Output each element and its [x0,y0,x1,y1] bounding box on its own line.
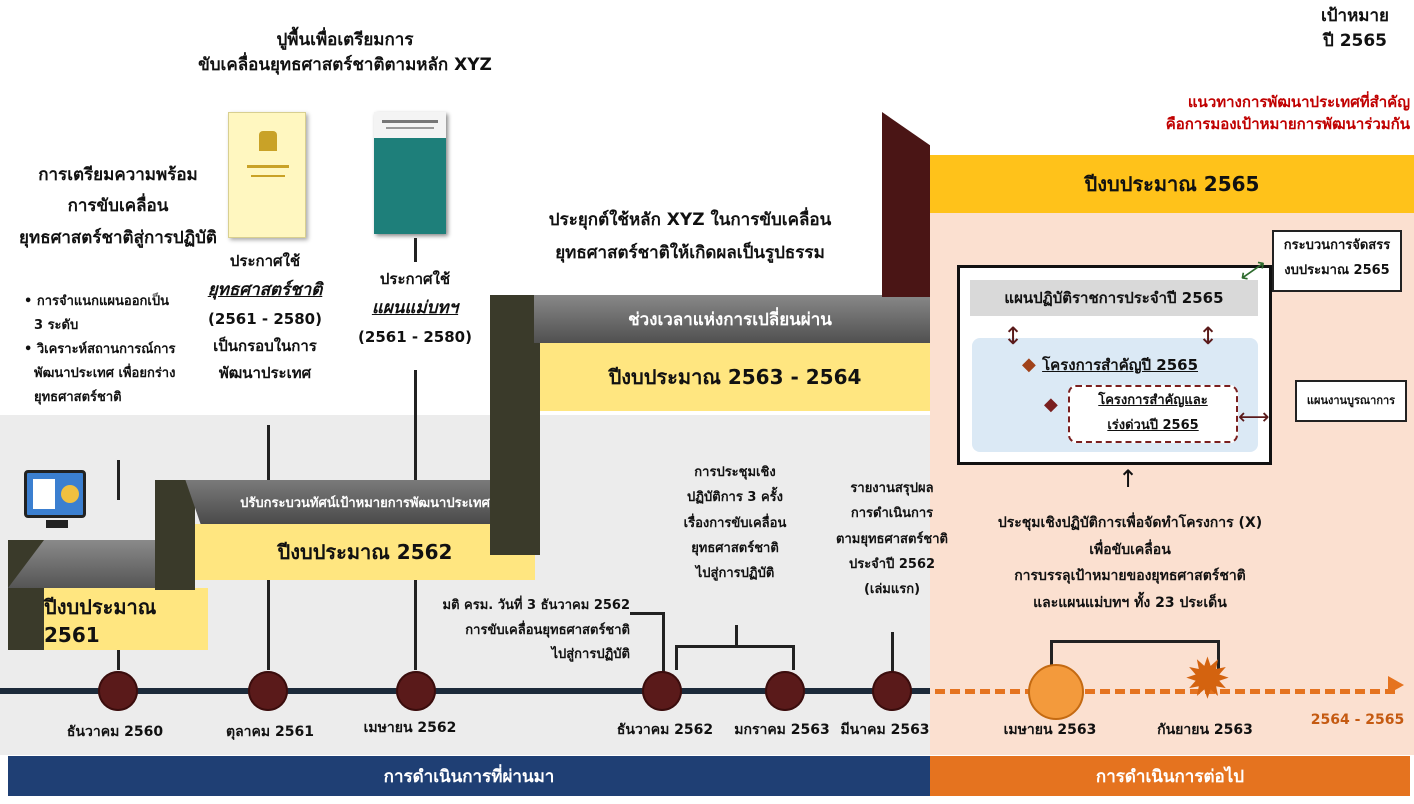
step-2565: ปีงบประมาณ 2565 [930,155,1414,213]
milestone-dot [872,671,912,711]
connector-2561 [117,460,120,500]
connector-strategy [267,425,270,480]
date-label: ธันวาคม 2560 [66,724,164,740]
timeline-line-future [935,689,1395,694]
development-guidelines: แนวทางการพัฒนาประเทศที่สำคัญคือการมองเป้… [1165,93,1410,133]
readiness-bullets: • การจำแนกแผนออกเป็น 3 ระดับ • วิเคราะห์… [24,294,176,406]
connector-report [891,632,894,672]
master-plan-book-icon [374,112,446,234]
announce-strategy: ประกาศใช้ ยุทธศาสตร์ชาติ (2561 - 2580) เ… [207,252,323,382]
bullet-icon: • [24,342,37,358]
readiness-heading: การเตรียมความพร้อม การขับเคลื่อน ยุทธศาส… [19,165,217,248]
milestone-dot [765,671,805,711]
connector-master-mid [414,370,417,485]
computer-report-icon [24,470,86,518]
diamond-icon: ◆ [1022,354,1043,375]
annual-plan-bar: แผนปฏิบัติราชการประจำปี 2565 [970,280,1258,316]
connector-master-lower [414,560,417,670]
sun-burst-icon: ✹ [1184,647,1231,712]
key-projects: ◆ โครงการสำคัญปี 2565 [1022,354,1199,375]
date-label: 2564 - 2565 [1310,712,1405,728]
milestone-dot-future [1028,664,1084,720]
step-2563: ปีงบประมาณ 2563 - 2564 [540,343,930,411]
bullet-icon: • [24,294,37,309]
bracket-workshop [675,645,795,670]
connector-workshop [735,625,738,647]
step-2562: ปีงบประมาณ 2562 [195,524,535,580]
milestone-dot [396,671,436,711]
step-2562-side [155,480,195,590]
step-2562-top: ปรับกระบวนทัศน์เป้าหมายการพัฒนาประเทศ [185,480,535,524]
footer-past: การดำเนินการที่ผ่านมา [8,756,930,796]
up-down-arrow-icon: ↕ [1003,322,1024,350]
double-arrow-icon: ⟷ [1238,405,1270,430]
milestone-dot [642,671,682,711]
announce-master-plan: ประกาศใช้ แผนแม่บทฯ (2561 - 2580) [358,270,472,346]
timeline-arrow-icon [1388,676,1404,694]
step-2565-side [882,112,930,297]
bracket-future [1050,640,1220,670]
computer-stand [46,520,68,528]
timeline-line-past [0,688,930,694]
up-arrow-icon: ↑ [1118,465,1139,493]
foundation-heading: ปูพื้นเพื่อเตรียมการขับเคลื่อนยุทธศาสตร์… [198,30,492,75]
date-label: มีนาคม 2563 [840,722,930,738]
date-label: ธันวาคม 2562 [616,722,714,738]
date-label: เมษายน 2562 [363,720,457,736]
milestone-dot [98,671,138,711]
step-2563-side [490,295,540,555]
footer-next: การดำเนินการต่อไป [930,756,1410,796]
budget-allocation-box: กระบวนการจัดสรรงบประมาณ 2565 [1272,230,1402,292]
milestone-dot [248,671,288,711]
connector-cabinet [662,612,665,672]
diamond-icon: ◆ [1044,394,1058,415]
up-down-arrow-icon: ↕ [1198,322,1219,350]
summary-report: รายงานสรุปผลการดำเนินการตามยุทธศาสตร์ชาต… [836,481,948,598]
target-label: เป้าหมายปี 2565 [1320,6,1390,51]
connector-cabinet-h [630,612,665,615]
connector-2561-lower [117,640,120,670]
strategy-book-icon [228,112,306,238]
connector-strategy-lower [267,560,270,670]
date-label: มกราคม 2563 [734,722,830,738]
date-label: เมษายน 2563 [1003,722,1097,738]
connector-master [414,238,417,262]
workshop-x: ประชุมเชิงปฏิบัติการเพื่อจัดทำโครงการ (X… [997,515,1263,611]
urgent-projects: โครงการสำคัญและเร่งด่วนปี 2565 [1068,385,1238,443]
workshop-3-times: การประชุมเชิงปฏิบัติการ 3 ครั้งเรื่องการ… [683,465,787,582]
apply-xyz-text: ประยุกต์ใช้หลัก XYZ ในการขับเคลื่อน ยุทธ… [548,210,832,264]
date-label: กันยายน 2563 [1157,722,1253,738]
integrated-plan-box: แผนงานบูรณาการ [1295,380,1407,422]
date-label: ตุลาคม 2561 [226,724,314,740]
step-2561: ปีงบประมาณ 2561 [44,588,208,650]
step-2563-top: ช่วงเวลาแห่งการเปลี่ยนผ่าน [534,295,930,343]
